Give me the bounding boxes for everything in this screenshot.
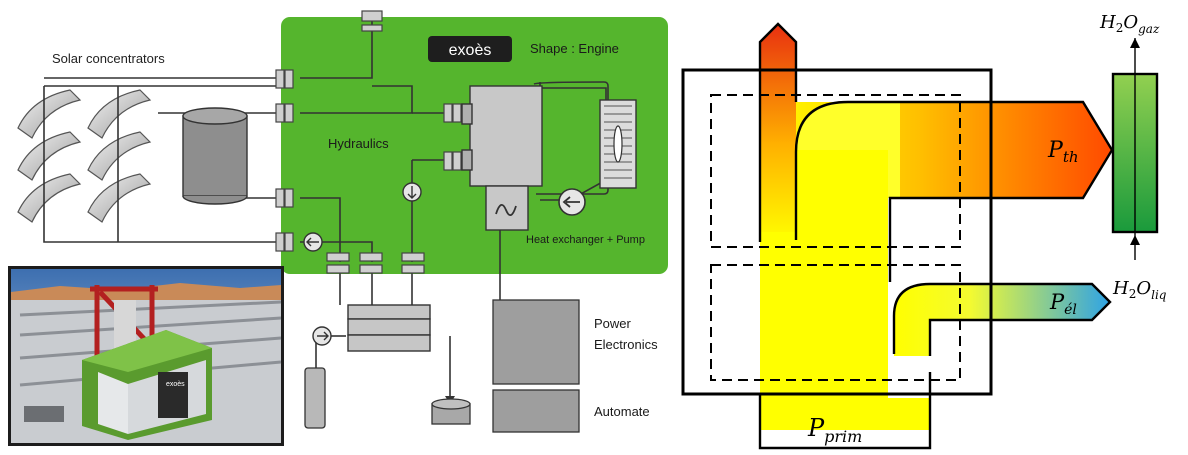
installation-photo: exoès xyxy=(8,266,284,446)
sample-tube xyxy=(304,367,326,429)
heat-exchanger-pump-label: Heat exchanger + Pump xyxy=(526,234,645,246)
pump-icon xyxy=(312,326,332,346)
trough xyxy=(87,89,152,139)
power-electronics-box xyxy=(492,299,580,385)
energy-flow-diagram: Pth Pél Pprim H2Ogaz H2Oliq xyxy=(681,12,1167,450)
pump-icon xyxy=(558,188,586,216)
pump-icon xyxy=(402,182,422,202)
collector-bucket xyxy=(431,398,471,425)
subsystem-boundary-bottom xyxy=(710,264,961,381)
trough xyxy=(87,131,152,181)
h2o-gaz-label: H2Ogaz xyxy=(1099,12,1160,36)
subsystem-boundary-top xyxy=(710,94,961,248)
p-th-label: Pth xyxy=(1047,138,1079,166)
power-electronics-label-2: Electronics xyxy=(594,337,658,352)
solar-concentrators-label: Solar concentrators xyxy=(52,51,165,66)
heat-exchanger xyxy=(461,85,543,231)
power-electronics-label-1: Power xyxy=(594,316,632,331)
electrical-outline xyxy=(892,282,1112,356)
loss-arrow-outline xyxy=(758,22,798,242)
exoes-logo xyxy=(428,36,512,62)
arrow-up-top xyxy=(1130,38,1140,48)
automate-box xyxy=(492,389,580,433)
p-prim-label: Pprim xyxy=(807,414,862,446)
h2o-liq-label: H2Oliq xyxy=(1112,278,1167,302)
loss-arrow-up xyxy=(760,24,796,242)
automate-label: Automate xyxy=(594,404,650,419)
trough xyxy=(87,173,152,223)
system-schematic: Solar concentrators xyxy=(17,10,668,433)
photo-logo-text: exoès xyxy=(166,381,185,388)
hydraulics-label: Hydraulics xyxy=(328,136,389,151)
system-boundary xyxy=(681,68,993,396)
valves xyxy=(275,10,462,274)
solar-concentrators xyxy=(17,89,152,223)
pump-icon xyxy=(303,232,323,252)
trough xyxy=(17,131,82,181)
engine-label: Shape : Engine xyxy=(530,41,619,56)
radiator xyxy=(533,81,637,195)
distribution-block xyxy=(347,304,431,352)
p-el-label: Pél xyxy=(1049,290,1077,318)
storage-tank xyxy=(182,107,248,205)
primary-outline xyxy=(758,372,932,450)
arrow-up-bottom xyxy=(1130,235,1140,245)
trough xyxy=(17,173,82,223)
trough xyxy=(17,89,82,139)
exoes-logo-text: exoès xyxy=(449,42,492,59)
